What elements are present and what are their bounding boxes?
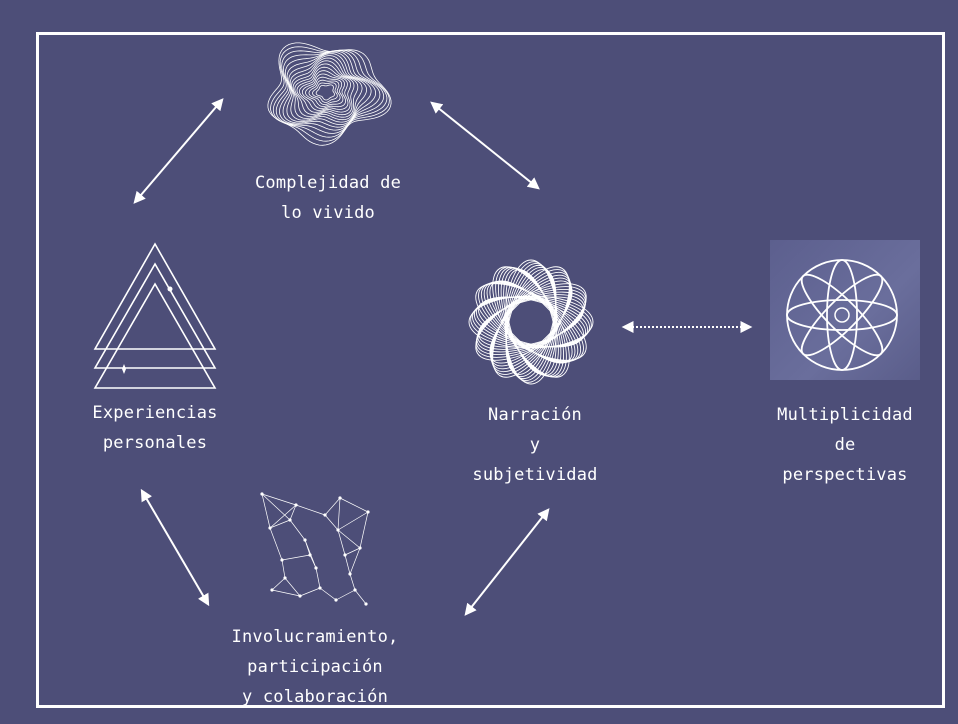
- arrow-involucramiento-narracion: [464, 508, 550, 616]
- label-complejidad: Complejidad de lo vivido: [254, 173, 402, 223]
- spirograph-flower-icon: [468, 259, 594, 385]
- topographic-blob-icon: [267, 42, 392, 146]
- nested-triangles-icon: [93, 242, 217, 389]
- label-experiencias: Experiencias personales: [92, 403, 218, 453]
- label-involucramiento: Involucramiento, participación y colabor…: [231, 627, 399, 707]
- network-mesh-icon: [260, 492, 370, 606]
- label-multiplicidad: Multiplicidad de perspectivas: [777, 405, 913, 485]
- atom-orbits-icon: [786, 259, 898, 371]
- label-narracion: Narración y subjetividad: [472, 405, 598, 485]
- arrow-experiencias-involucramiento: [140, 488, 210, 607]
- diagram-frame: [36, 32, 945, 708]
- arrow-complejidad-narracion: [430, 101, 540, 190]
- arrow-experiencias-complejidad: [133, 98, 224, 204]
